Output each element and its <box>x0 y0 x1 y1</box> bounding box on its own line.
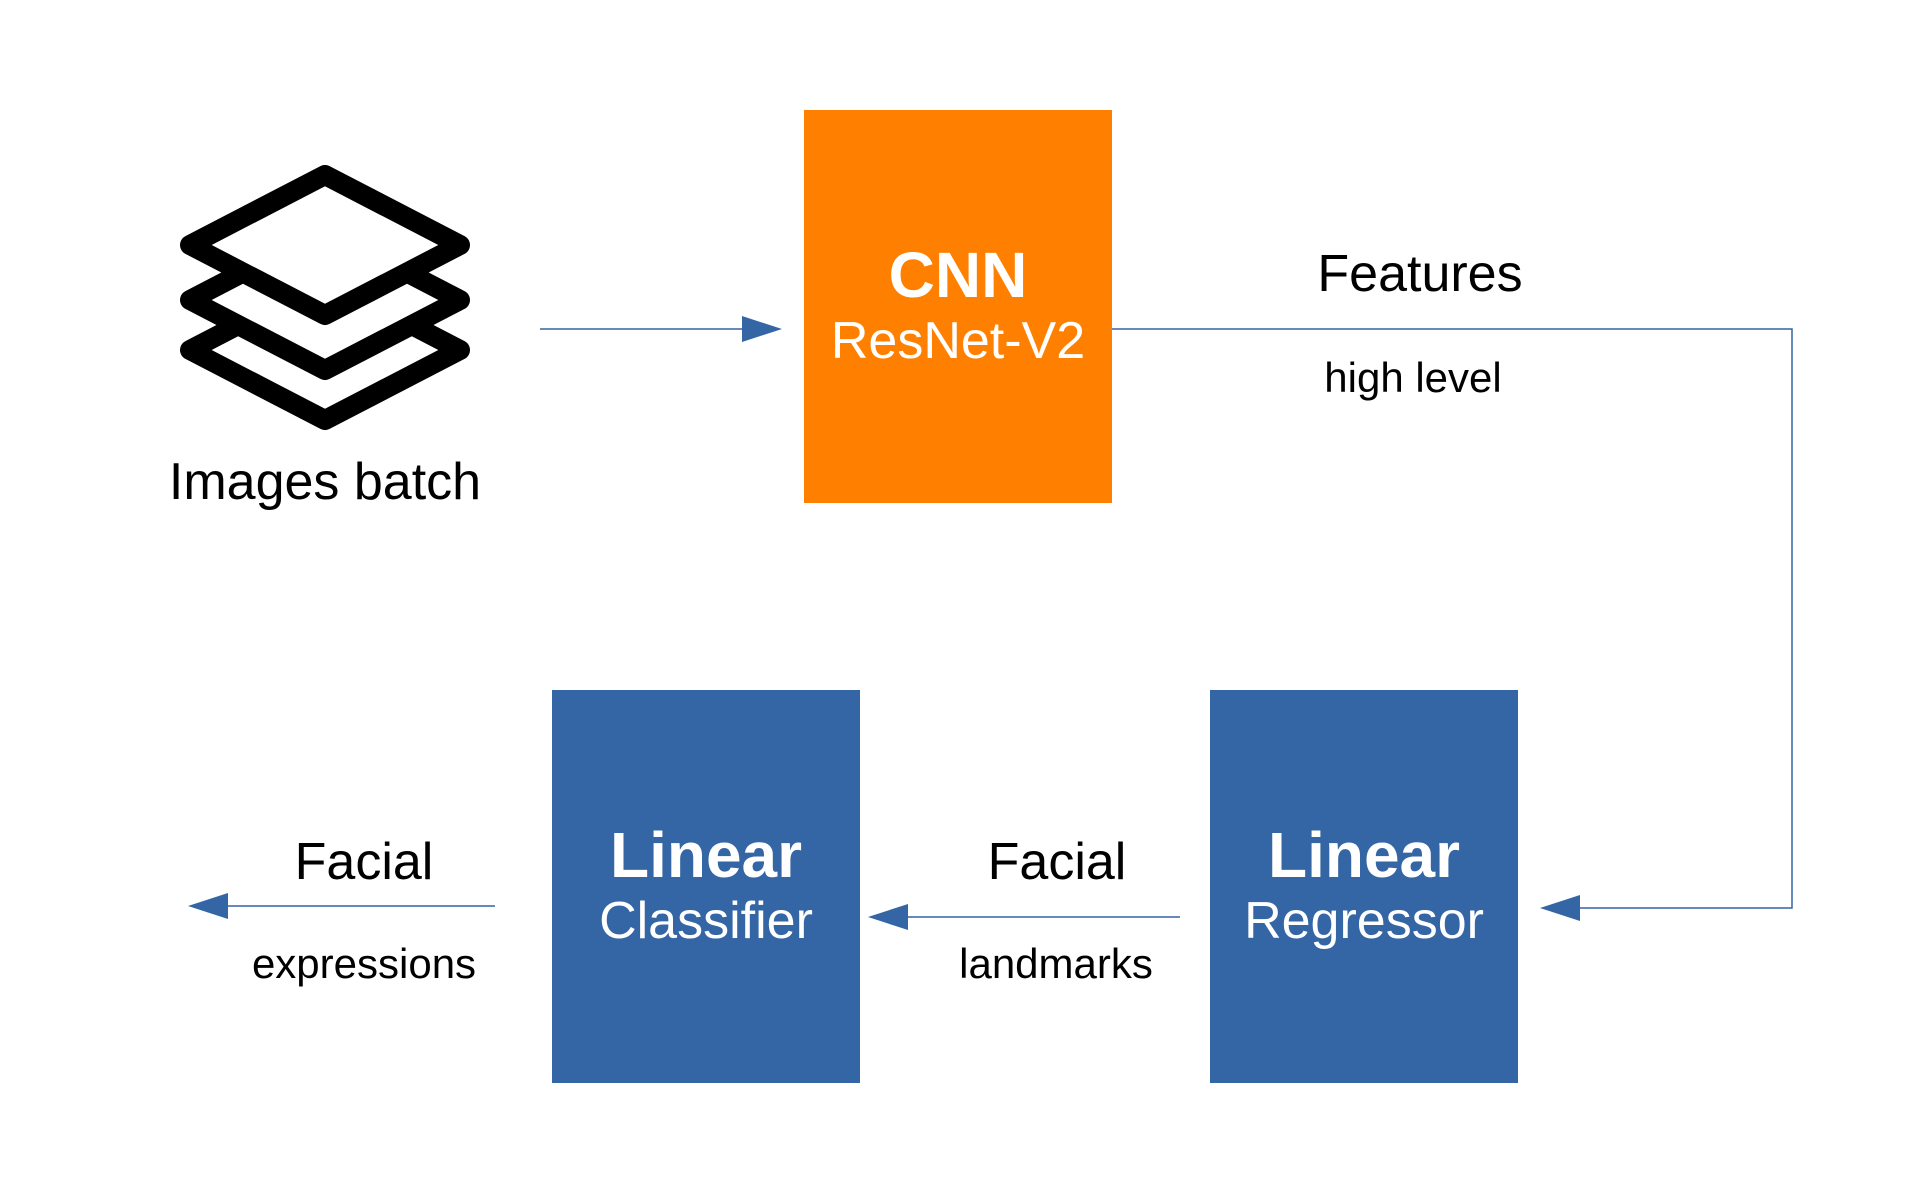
features-sublabel: high level <box>1324 354 1502 401</box>
linear-regressor-block: Linear Regressor <box>1210 690 1518 1083</box>
layers-stack-icon <box>180 165 470 430</box>
arrowhead-cnn-to-regressor <box>1540 895 1580 921</box>
linear-classifier-block: Linear Classifier <box>552 690 860 1083</box>
expressions-sublabel: expressions <box>251 940 477 987</box>
regressor-title: Linear <box>1267 818 1461 891</box>
arrow-cnn-to-regressor <box>1112 328 1793 909</box>
classifier-subtitle: Classifier <box>599 891 813 950</box>
classifier-title: Linear <box>609 818 803 891</box>
arrowhead-classifier-to-output <box>188 893 228 919</box>
cnn-title: CNN <box>888 238 1028 311</box>
arrowhead-regressor-to-classifier <box>868 904 908 930</box>
expressions-label: Facial <box>294 833 434 891</box>
landmarks-sublabel: landmarks <box>959 940 1153 987</box>
images-batch-label: Images batch <box>168 453 482 511</box>
arrowhead-images-to-cnn <box>742 316 782 342</box>
landmarks-label: Facial <box>987 833 1127 891</box>
cnn-block: CNN ResNet-V2 <box>804 110 1112 503</box>
regressor-subtitle: Regressor <box>1244 891 1484 950</box>
cnn-subtitle: ResNet-V2 <box>830 311 1086 370</box>
features-label: Features <box>1317 245 1523 303</box>
